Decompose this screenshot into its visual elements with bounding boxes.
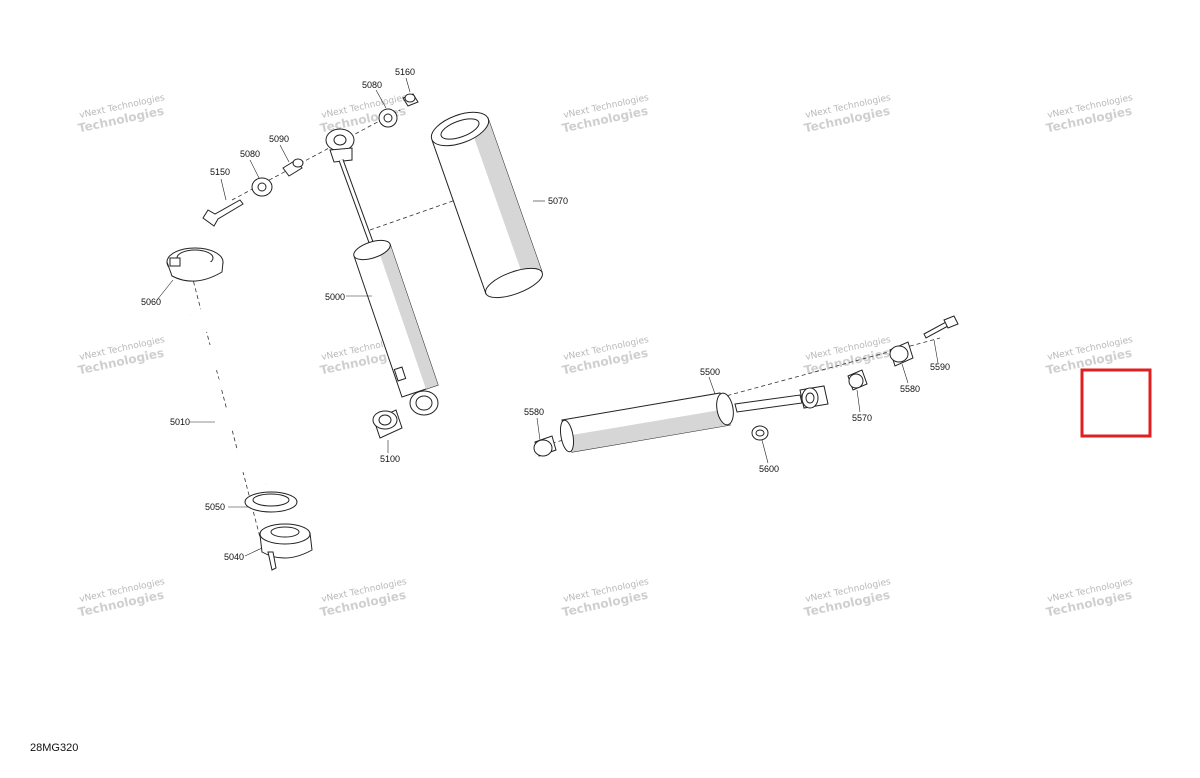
callout-5060: 5060 (141, 297, 161, 307)
callout-5000: 5000 (325, 292, 345, 302)
bushing-5580-left (533, 435, 557, 457)
callout-5580-left: 5580 (524, 407, 544, 417)
assembly-lines (189, 109, 941, 546)
bearing-5080-upper (378, 108, 398, 128)
spacer-5570 (847, 369, 868, 391)
leader-lines (156, 77, 939, 557)
reservoir-5070 (430, 111, 543, 299)
callout-5080-upper: 5080 (362, 80, 382, 90)
callout-5050: 5050 (205, 502, 225, 512)
shock-absorber-5000 (325, 128, 439, 416)
highlight-box (1080, 368, 1152, 438)
spring-seat-5060 (166, 247, 224, 282)
steering-damper-5500 (559, 385, 829, 453)
spring-adjuster-5040 (259, 523, 313, 571)
callout-5010: 5010 (170, 417, 190, 427)
spring-washer-5050 (244, 491, 298, 513)
callout-5570: 5570 (852, 413, 872, 423)
drawing-code: 28MG320 (30, 742, 79, 754)
washer-5080-lower (251, 177, 273, 197)
callout-5080-lower: 5080 (240, 149, 260, 159)
callout-5100: 5100 (380, 454, 400, 464)
coil-spring-5010 (189, 306, 270, 485)
nut-5600 (751, 425, 769, 441)
callout-5580-right: 5580 (900, 384, 920, 394)
callout-5090: 5090 (269, 134, 289, 144)
callout-5070: 5070 (548, 196, 568, 206)
nut-5160 (402, 93, 419, 107)
bushing-5580-right (889, 341, 914, 367)
callout-5150: 5150 (210, 167, 230, 177)
bolt-5150 (202, 199, 244, 227)
callout-5160: 5160 (395, 67, 415, 77)
callout-5500: 5500 (700, 367, 720, 377)
bushing-5100 (372, 409, 403, 439)
callout-5600: 5600 (759, 464, 779, 474)
callout-5590: 5590 (930, 362, 950, 372)
bolt-5590 (923, 315, 959, 339)
callout-5040: 5040 (224, 552, 244, 562)
callout-labels: 5160 5080 5090 5080 5150 5070 5060 5000 … (141, 67, 950, 562)
sleeve-5090 (282, 158, 304, 177)
